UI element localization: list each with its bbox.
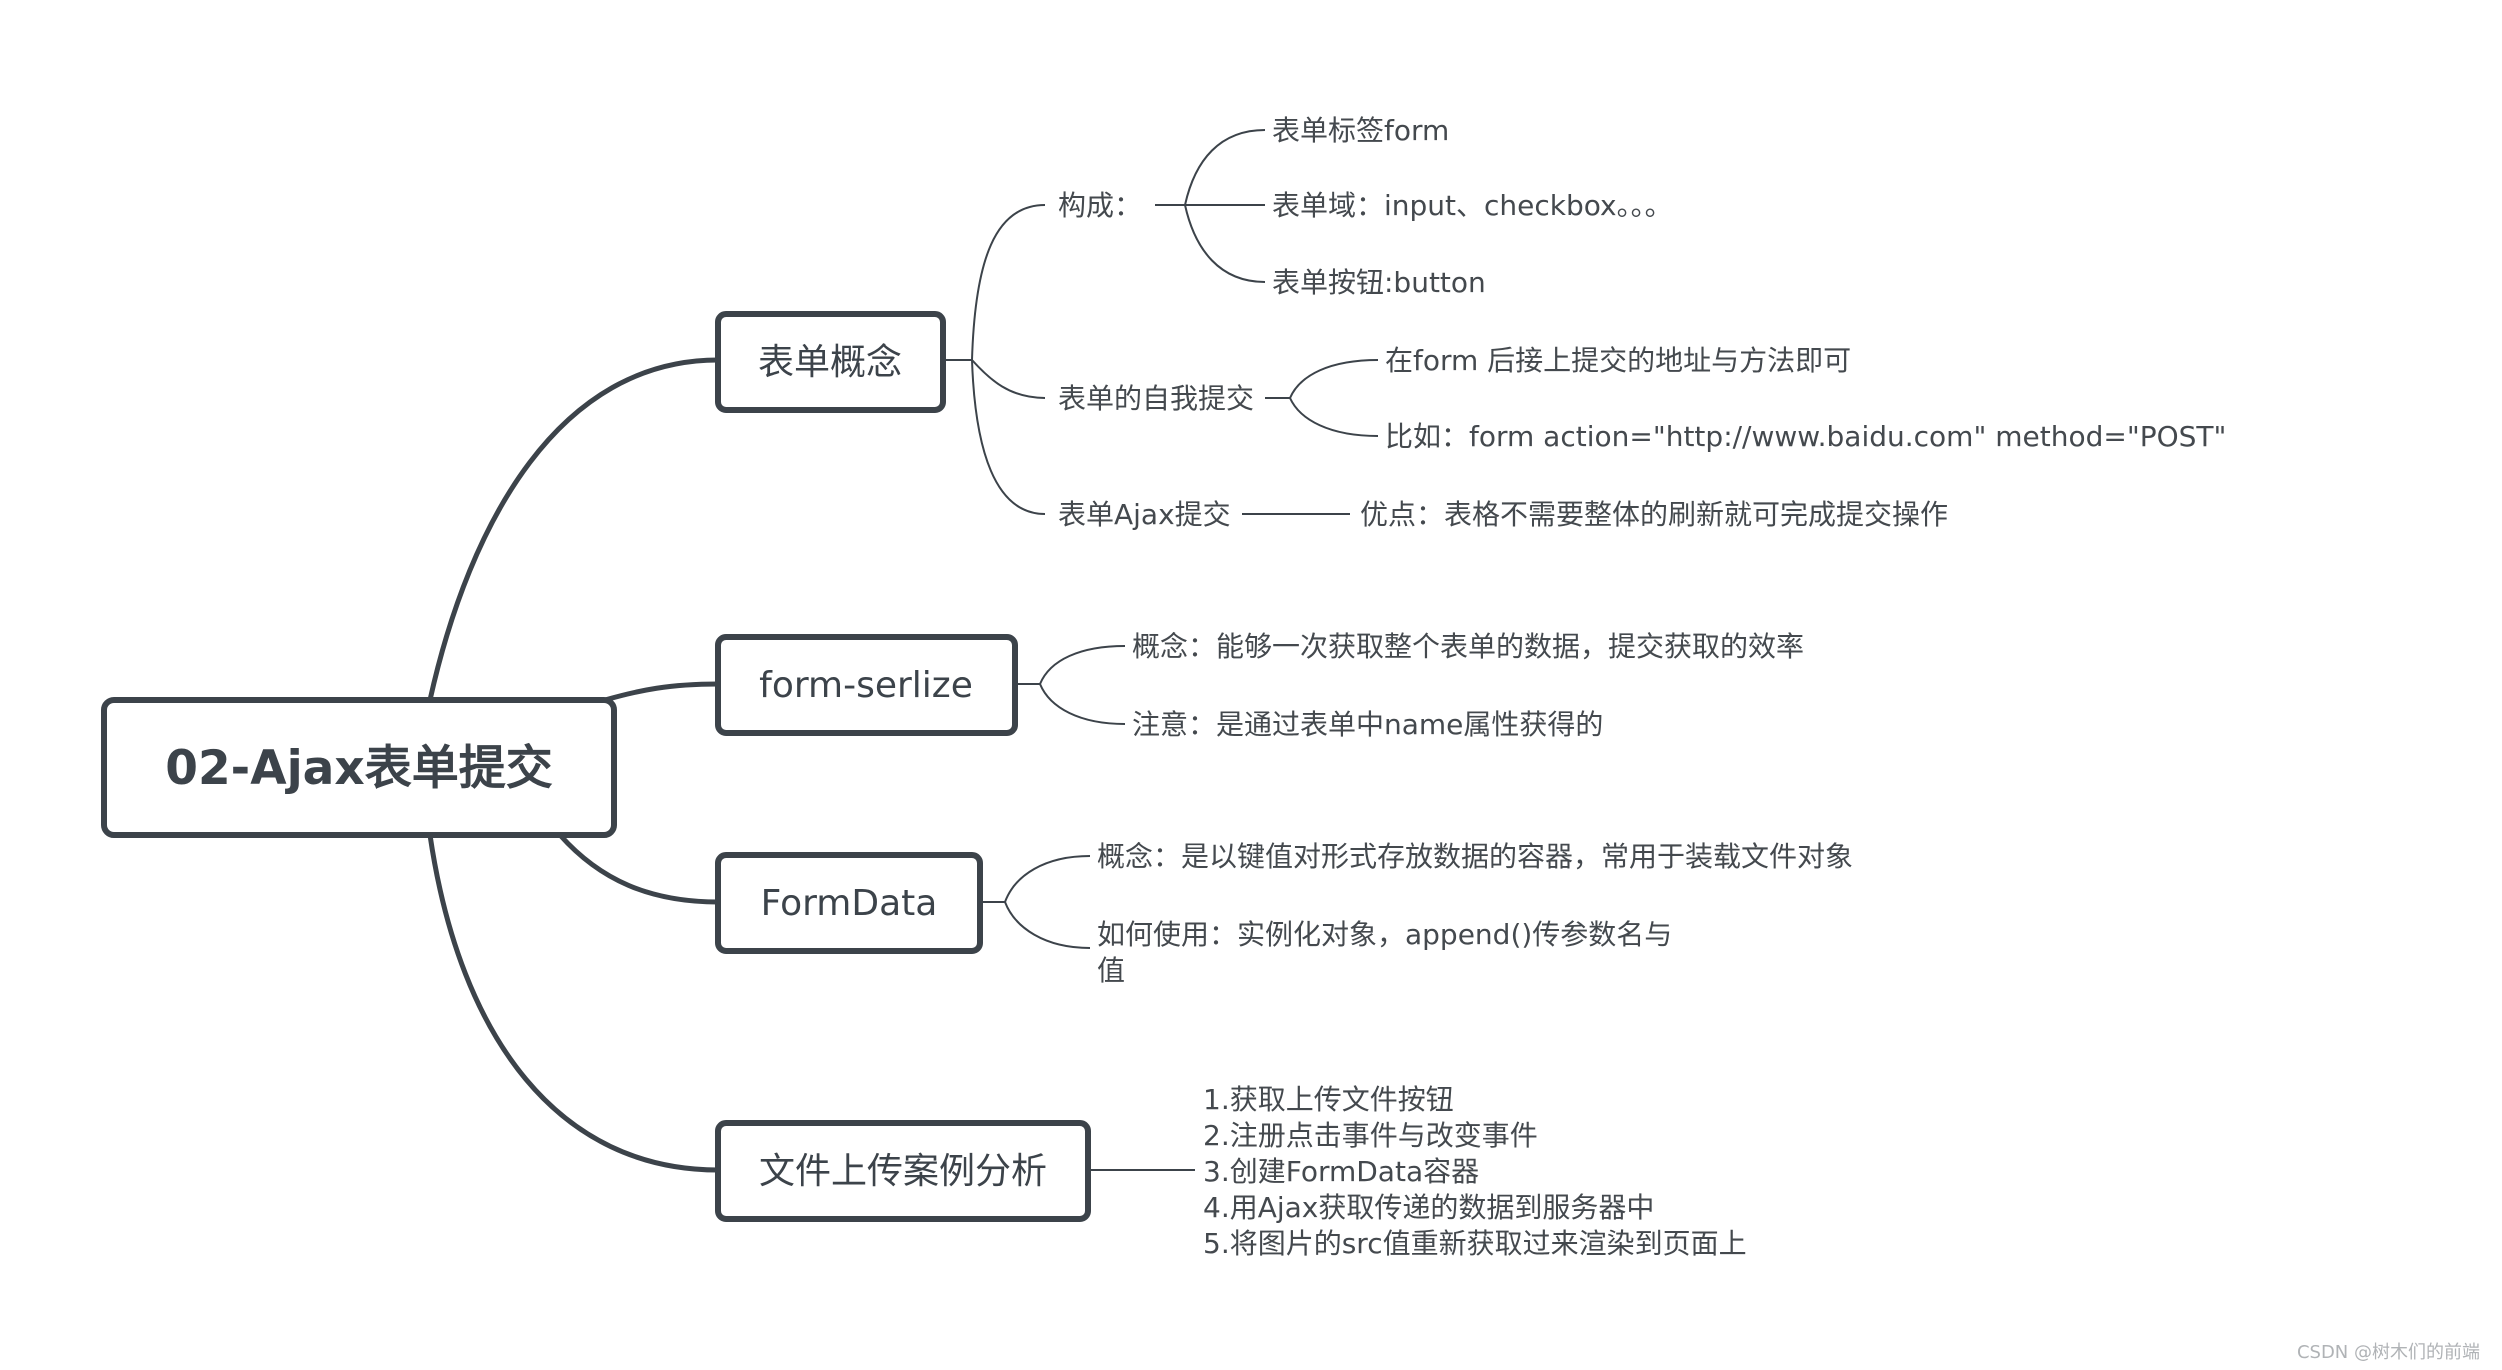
branch-connectors-formdata [980,855,1091,949]
leaf-formdata-usage-line-2: 值 [1097,954,1125,987]
subtopic-composition: 构成： [1058,189,1142,222]
leaf-formdata-usage-line-1: 如何使用：实例化对象，append()传参数名与 [1097,918,1672,951]
leaf-self-submit-method: 在form 后接上提交的地址与方法即可 [1385,344,1851,377]
connector-to-self-submit [971,359,1046,399]
connector-to-ajax-submit [971,359,1046,515]
connector-self-submit-child-2 [1289,397,1379,437]
topic-form-concept-label: 表单概念 [758,342,902,383]
upload-step-4: 4.用Ajax获取传递的数据到服务器中 [1203,1191,1654,1224]
branch-connectors-form-concept [943,129,1379,515]
leaf-form-button: 表单按钮:button [1272,266,1486,299]
csdn-watermark: CSDN @树木们的前端 [2297,1342,2480,1363]
subtopic-ajax-submit: 表单Ajax提交 [1058,498,1231,531]
subtopic-self-submit: 表单的自我提交 [1058,382,1254,415]
topic-formdata: FormData [715,852,983,954]
connector-formdata-child-1 [1004,855,1091,903]
leaf-formdata-usage: 如何使用：实例化对象，append()传参数名与 值 [1097,918,1681,987]
topic-upload-case: 文件上传案例分析 [715,1120,1091,1222]
upload-step-1: 1.获取上传文件按钮 [1203,1083,1454,1116]
topic-form-serialize: form-serlize [715,634,1018,736]
topic-form-serialize-label: form-serlize [759,665,973,706]
connector-form-serialize-child-2 [1039,683,1126,725]
topic-formdata-label: FormData [761,883,938,924]
leaf-form-fields: 表单域：input、checkbox。。。 [1272,189,1673,222]
branch-connectors-form-serialize [1015,645,1126,725]
upload-step-5: 5.将图片的src值重新获取过来渲染到页面上 [1203,1227,1747,1260]
connector-root-form-serialize [604,681,719,703]
topic-form-concept: 表单概念 [715,311,946,413]
connector-composition-child-1 [1184,129,1266,206]
leaf-serialize-note: 注意：是通过表单中name属性获得的 [1132,708,1603,741]
topic-formdata-box [715,852,983,954]
upload-step-2: 2.注册点击事件与改变事件 [1203,1119,1538,1152]
leaf-ajax-submit-advantage: 优点：表格不需要整体的刷新就可完成提交操作 [1360,498,1948,531]
connector-root-formdata [558,833,719,905]
connector-form-serialize-child-1 [1039,645,1126,685]
connector-composition-child-3 [1184,204,1266,283]
leaf-formdata-concept: 概念：是以键值对形式存放数据的容器，常用于装载文件对象 [1097,840,1853,873]
root-node-label: 02-Ajax表单提交 [165,741,552,796]
leaf-self-submit-example: 比如：form action="http://www.baidu.com" me… [1385,420,2226,453]
trunk-connectors [427,357,719,1173]
leaf-form-tag: 表单标签form [1272,114,1449,147]
connector-root-form-concept [427,357,719,701]
topic-form-serialize-box [715,634,1018,736]
connector-to-composition [971,204,1046,361]
root-node-box [101,697,617,838]
topic-upload-case-label: 文件上传案例分析 [759,1151,1047,1192]
root-node: 02-Ajax表单提交 [101,697,617,838]
connector-self-submit-child-1 [1289,359,1379,399]
topic-form-concept-box [715,311,946,413]
topic-upload-case-box [715,1120,1091,1222]
connector-root-upload-case [427,834,719,1173]
leaf-serialize-concept: 概念：能够一次获取整个表单的数据，提交获取的效率 [1132,630,1804,663]
connector-formdata-child-2 [1004,901,1091,949]
leaf-upload-steps: 1.获取上传文件按钮 2.注册点击事件与改变事件 3.创建FormData容器 … [1203,1083,1747,1260]
upload-step-3: 3.创建FormData容器 [1203,1155,1479,1188]
